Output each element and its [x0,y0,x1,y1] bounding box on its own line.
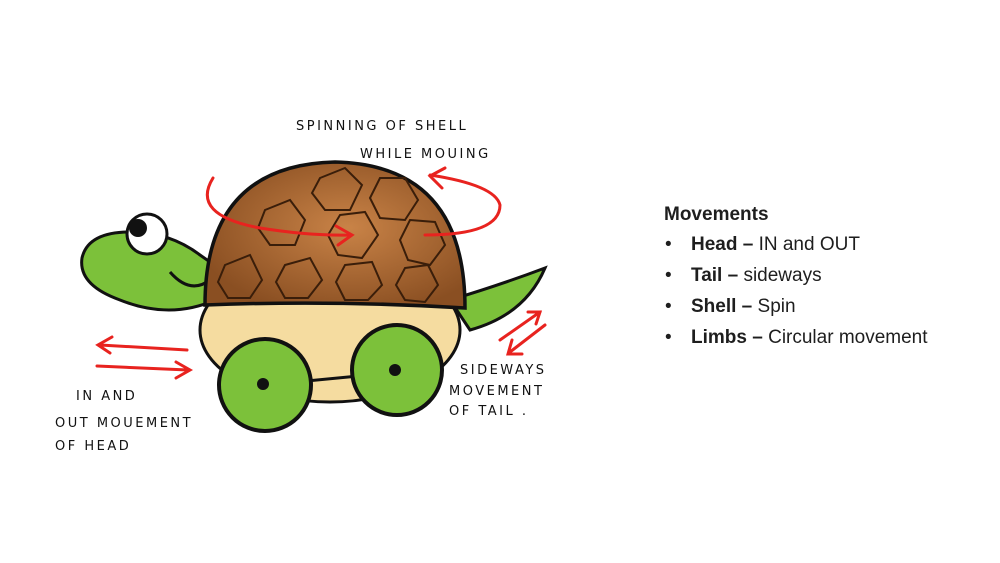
shell-spin-arrowhead [334,224,355,247]
shell-spin-arrow [206,176,352,237]
pupil [129,219,147,237]
item-part: Shell – [691,296,753,317]
item-part: Head – [691,234,754,255]
movements-list: • Head – IN and OUT • Tail – sideways • She… [664,233,928,357]
tail [447,265,548,332]
movements-panel: Movements • Head – IN and OUT • Tail – sid… [664,204,928,357]
item-part: Tail – [691,265,739,286]
shell-label-line2: WHILE MOUING [360,147,491,162]
wheel-rear-hub [389,364,401,376]
item-desc: Circular movement [762,327,928,348]
head-label-line3: OF HEAD [55,439,131,454]
shell-spin-arrow-back [423,173,502,237]
tail-down-arrow [506,323,547,356]
tail-label-line2: MOVEMENT [449,384,544,399]
tail-up-arrow [498,310,543,342]
head-out-arrow [95,335,189,355]
wheel-front-hub [257,378,269,390]
movements-title: Movements [664,204,769,225]
list-item-head: • Head – IN and OUT [664,233,928,264]
shell-pattern [216,166,447,304]
tail-label-line1: SIDEWAYS [460,363,547,378]
item-part: Limbs – [691,327,763,348]
shell-label-line1: SPINNING OF SHELL [296,119,468,134]
tail-label-line3: OF TAIL . [449,404,529,419]
item-desc: sideways [738,265,822,286]
list-item-limbs: • Limbs – Circular movement [664,326,928,357]
bullet: • [665,234,672,255]
bullet: • [665,296,672,317]
bullet: • [665,327,672,348]
head-in-arrow [95,360,194,380]
list-item-tail: • Tail – sideways [664,264,928,295]
bullet: • [665,265,672,286]
item-desc: IN and OUT [753,234,860,255]
turtle-head [80,230,227,312]
head-label-line1: IN AND [76,389,137,404]
head-label-line2: OUT MOUEMENT [55,416,193,431]
list-item-shell: • Shell – Spin [664,295,928,326]
shell-spin-arrowhead-back [427,166,447,190]
item-desc: Spin [752,296,796,317]
